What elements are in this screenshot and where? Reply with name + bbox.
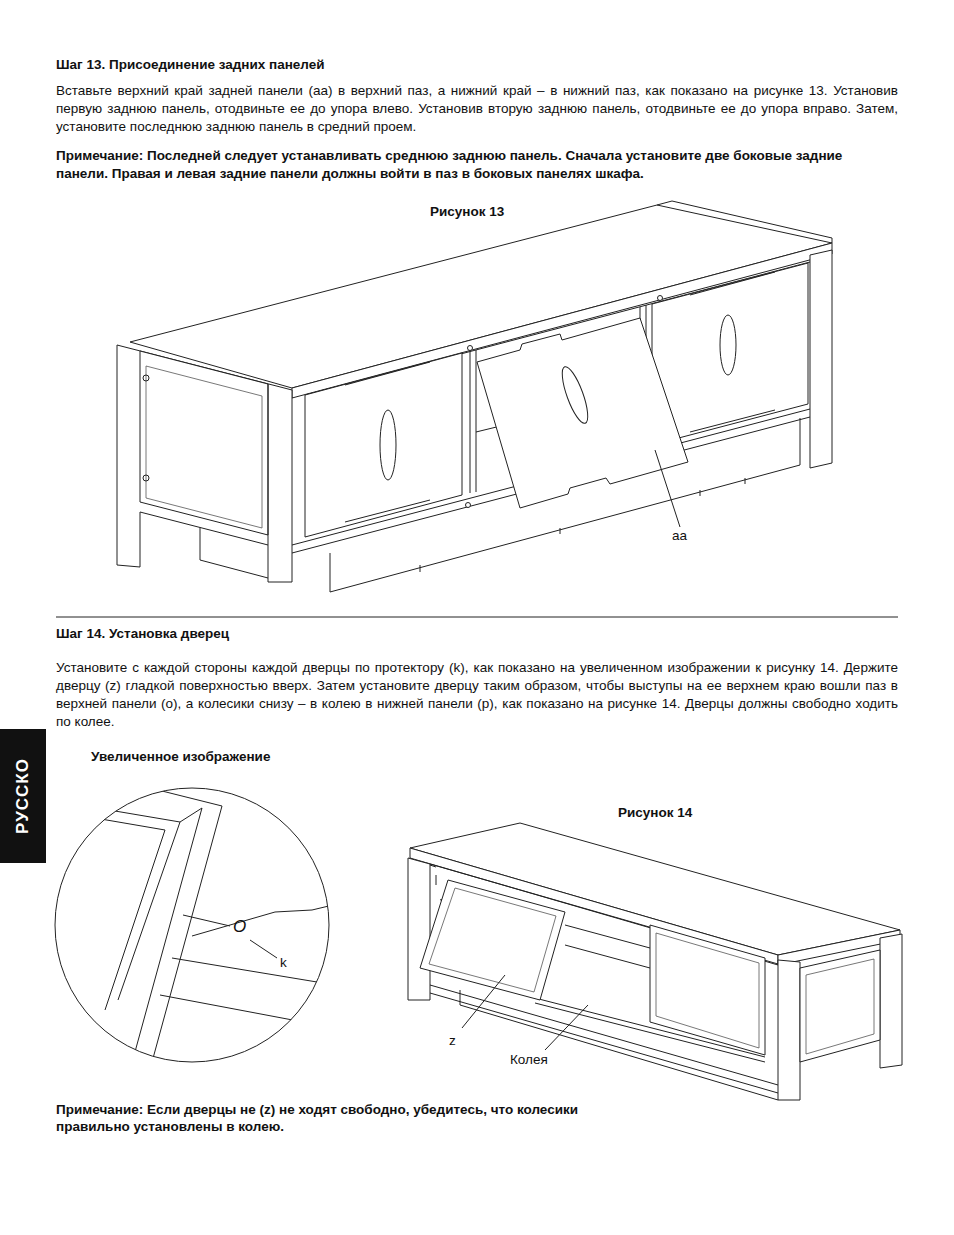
- step-heading: Шаг 14. Установка дверец: [56, 625, 898, 643]
- figure-13-cabinet-part: [657, 201, 832, 243]
- zoom-detail-part: [192, 895, 375, 936]
- zoom-detail-part: [60, 812, 165, 1010]
- zoom-detail-part: [150, 788, 222, 1062]
- section-rule: [56, 617, 898, 618]
- zoom-detail-part: [172, 958, 335, 985]
- part-label: k: [280, 954, 287, 972]
- figure-13-cabinet: [117, 201, 832, 592]
- instruction-text: Установите с каждой стороны каждой дверц…: [56, 659, 898, 731]
- part-label: O: [233, 918, 246, 936]
- figure-14-cabinet-part: [535, 998, 765, 1062]
- language-tab-part: [0, 729, 46, 863]
- figure-caption: Рисунок 14: [618, 804, 692, 822]
- figure-13-cabinet-part: [655, 450, 680, 527]
- figure-13-cabinet-part: [146, 366, 262, 528]
- part-label: Колея: [510, 1051, 548, 1069]
- detail-caption: Увеличенное изображение: [91, 748, 270, 766]
- figure-14-cabinet-part: [420, 880, 565, 1000]
- figure-13-cabinet-part: [268, 384, 269, 545]
- figure-13-cabinet-part: [466, 503, 471, 508]
- figure-13-cabinet-part: [652, 263, 808, 445]
- instruction-text: Вставьте верхний край задней панели (аа)…: [56, 82, 898, 136]
- figure-13-cabinet-part: [810, 250, 832, 468]
- figure-14-cabinet-part: [656, 933, 759, 1048]
- section-rule-part: [56, 617, 898, 618]
- figure-14-cabinet-part: [408, 858, 430, 1000]
- figure-14-cabinet-part: [462, 975, 505, 1028]
- figure-13-cabinet-part: [658, 296, 663, 301]
- note-text: Примечание: Последней следует устанавлив…: [56, 147, 886, 183]
- zoom-detail-part: [250, 940, 277, 958]
- figure-13-cabinet-part: [380, 410, 396, 480]
- zoom-detail-part: [55, 788, 329, 1062]
- zoom-detail-part: [50, 800, 180, 1000]
- figure-14-cabinet-part: [430, 865, 436, 885]
- figure-14-cabinet-part: [565, 925, 650, 968]
- figure-13-cabinet-part: [690, 272, 775, 432]
- figure-caption: Рисунок 13: [430, 203, 504, 221]
- zoom-detail-part: [130, 808, 202, 1070]
- part-label: aa: [672, 527, 687, 545]
- figure-13-cabinet-part: [143, 375, 149, 381]
- figure-14-cabinet-part: [880, 934, 902, 1068]
- figure-13-cabinet-part: [140, 351, 268, 535]
- figure-13-cabinet-part: [305, 353, 462, 537]
- zoom-detail-part: [183, 915, 230, 926]
- figure-13-cabinet-part: [557, 364, 593, 426]
- figure-14-cabinet-part: [800, 950, 880, 1062]
- zoom-detail: [50, 788, 375, 1070]
- figure-14-cabinet-part: [545, 1005, 588, 1050]
- part-label: z: [449, 1032, 456, 1050]
- figure-13-cabinet-part: [117, 345, 292, 582]
- language-tab: [0, 729, 46, 863]
- figure-14-cabinet-part: [650, 925, 765, 1055]
- figure-13-cabinet-part: [420, 478, 745, 572]
- figure-14-cabinet-part: [778, 960, 800, 1100]
- figure-13-cabinet-part: [143, 475, 149, 481]
- zoom-detail-part: [160, 995, 335, 1028]
- language-tab-label: РУССКО: [14, 758, 32, 834]
- figure-13-cabinet-part: [720, 315, 736, 375]
- zoom-detail-part: [50, 788, 375, 1070]
- figure-13-cabinet-part: [477, 318, 688, 508]
- step-heading: Шаг 13. Присоединение задних панелей: [56, 56, 898, 74]
- figure-13-cabinet-part: [468, 346, 473, 351]
- figure-13-cabinet-part: [345, 362, 430, 522]
- figure-14-cabinet: [408, 823, 902, 1100]
- figure-14-cabinet-part: [429, 888, 556, 992]
- figure-14-cabinet-part: [806, 959, 874, 1054]
- note-text: Примечание: Если дверцы не (z) не ходят …: [56, 1101, 601, 1135]
